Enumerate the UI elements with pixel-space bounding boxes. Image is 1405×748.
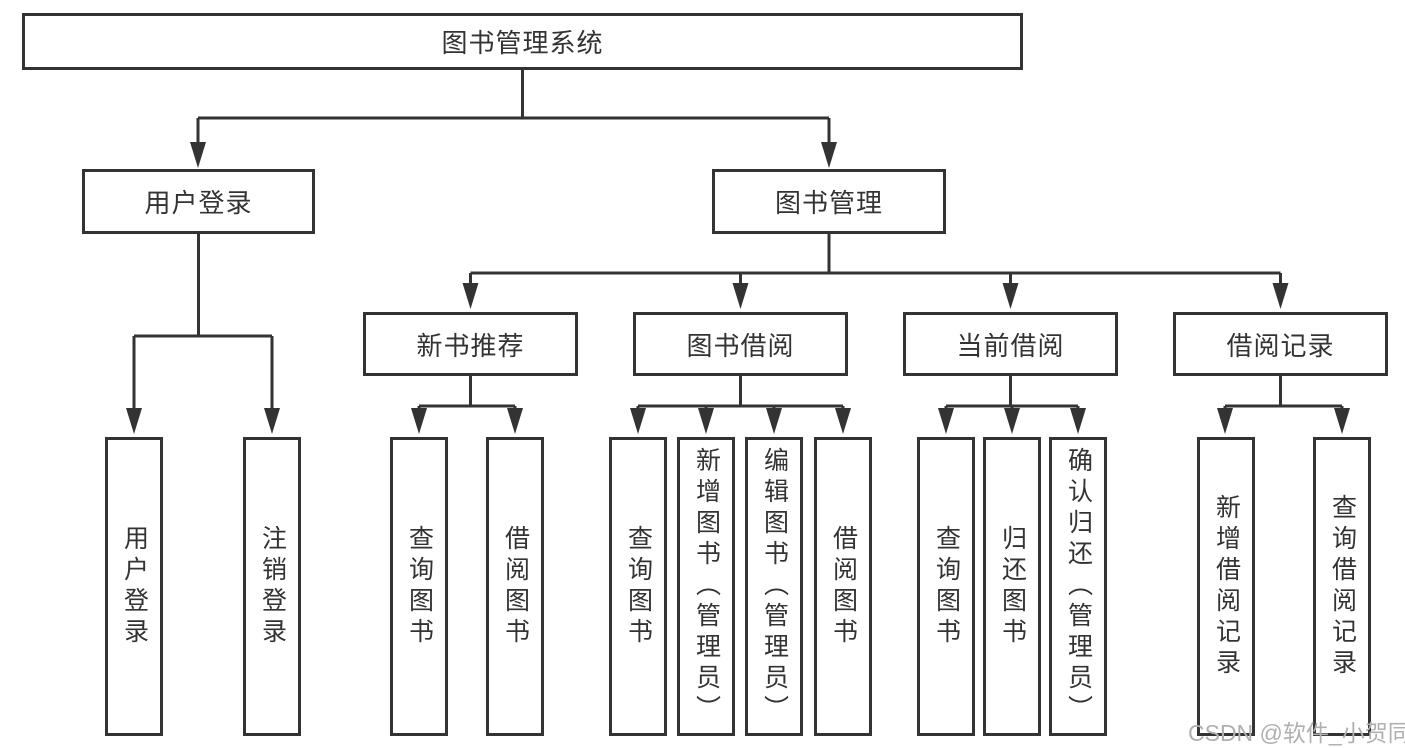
leaf-query-books-1-label: 查询图书 [405, 524, 434, 649]
leaf-borrow-books-2: 借阅图书 [814, 437, 872, 736]
arrowheads [126, 142, 1350, 434]
leaf-query-books-3-label: 查询图书 [932, 524, 961, 649]
leaf-confirm-return-admin: 确认归还（管理员） [1049, 437, 1107, 736]
leaf-add-book-admin: 新增图书（管理员） [677, 437, 735, 736]
leaf-borrow-books-1: 借阅图书 [486, 437, 544, 736]
leaf-confirm-return-admin-label: 确认归还（管理员） [1064, 447, 1093, 726]
node-library-system: 图书管理系统 [22, 13, 1023, 70]
leaf-edit-book-admin-label: 编辑图书（管理员） [760, 447, 789, 726]
leaf-add-book-admin-label: 新增图书（管理员） [692, 447, 721, 726]
leaf-query-books-1: 查询图书 [390, 437, 448, 736]
node-current-borrow-label: 当前借阅 [956, 330, 1065, 361]
node-book-management-label: 图书管理 [774, 188, 883, 218]
node-book-borrow-label: 图书借阅 [686, 330, 795, 361]
leaf-query-borrow-record-label: 查询借阅记录 [1328, 493, 1357, 680]
node-book-management: 图书管理 [712, 169, 946, 234]
leaf-query-books-2-label: 查询图书 [624, 524, 653, 649]
leaf-user-login: 用户登录 [105, 437, 163, 736]
node-user-login-label: 用户登录 [144, 188, 253, 218]
node-borrow-records-label: 借阅记录 [1226, 330, 1335, 361]
node-new-book-recommend-label: 新书推荐 [416, 330, 525, 361]
csdn-watermark: CSDN @软件_小贺同学 [1188, 720, 1405, 746]
leaf-return-book: 归还图书 [983, 437, 1041, 736]
leaf-return-book-label: 归还图书 [998, 524, 1027, 649]
leaf-borrow-books-1-label: 借阅图书 [501, 524, 530, 649]
leaf-add-borrow-record-label: 新增借阅记录 [1212, 493, 1241, 680]
node-library-system-label: 图书管理系统 [441, 28, 604, 58]
leaf-query-borrow-record: 查询借阅记录 [1313, 437, 1371, 736]
node-current-borrow: 当前借阅 [903, 312, 1118, 376]
leaf-borrow-books-2-label: 借阅图书 [829, 524, 858, 649]
leaf-add-borrow-record: 新增借阅记录 [1197, 437, 1255, 736]
leaf-logout-label: 注销登录 [258, 524, 287, 649]
node-user-login: 用户登录 [82, 169, 315, 234]
leaf-edit-book-admin: 编辑图书（管理员） [745, 437, 803, 736]
leaf-user-login-label: 用户登录 [120, 524, 149, 649]
node-borrow-records: 借阅记录 [1173, 312, 1388, 376]
node-book-borrow: 图书借阅 [633, 312, 848, 376]
leaf-query-books-2: 查询图书 [609, 437, 667, 736]
node-new-book-recommend: 新书推荐 [363, 312, 578, 376]
leaf-query-books-3: 查询图书 [917, 437, 975, 736]
leaf-logout: 注销登录 [243, 437, 301, 736]
